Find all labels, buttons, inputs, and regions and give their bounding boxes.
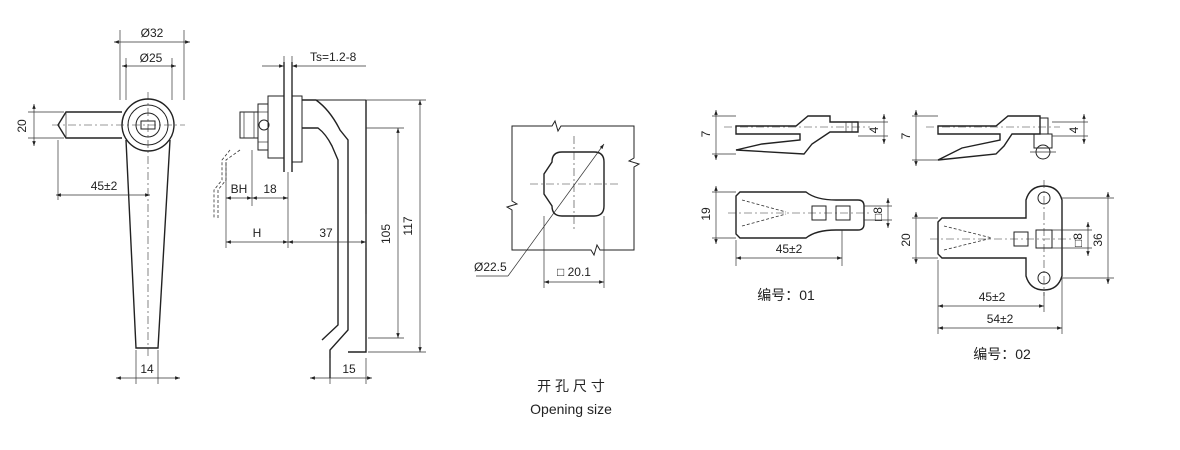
dim-h: H (253, 226, 262, 240)
cam02-dim-7: 7 (899, 132, 913, 139)
cam01-dim-7: 7 (699, 130, 713, 137)
cam-02-view: 7 4 20 □8 36 45±2 (899, 110, 1114, 362)
cam02-dim-54: 54±2 (987, 312, 1014, 326)
dim-handle-width: 14 (140, 362, 154, 376)
dim-105: 105 (379, 224, 393, 244)
caption-opening-en: Opening size (530, 401, 612, 417)
dim-37: 37 (319, 226, 333, 240)
cam01-dim-19: 19 (699, 207, 713, 221)
front-view: Ø32 Ø25 20 45±2 14 (15, 26, 190, 384)
dim-height: 20 (15, 119, 29, 133)
cam02-label: 编号：02 (973, 346, 1031, 362)
dim-bh: BH (231, 182, 248, 196)
dim-length: 45±2 (91, 179, 118, 193)
cam02-dim-4: 4 (1067, 126, 1081, 133)
caption-opening-cn: 开 孔 尺 寸 (537, 378, 605, 394)
opening-view: Ø22.5 □ 20.1 开 孔 尺 寸 Opening size (474, 119, 641, 417)
dim-dia-inner: Ø25 (140, 51, 163, 65)
cam02-dim-20: 20 (899, 233, 913, 247)
cam02-dim-sq8: □8 (1071, 233, 1085, 247)
dim-dia-outer: Ø32 (141, 26, 164, 40)
cam01-dim-45: 45±2 (776, 242, 803, 256)
cam01-label: 编号：01 (757, 287, 815, 303)
cam01-dim-4: 4 (867, 126, 881, 133)
dim-18: 18 (263, 182, 277, 196)
dim-opening-square: □ 20.1 (557, 265, 591, 279)
dim-thickness: Ts=1.2-8 (310, 50, 357, 64)
dim-117: 117 (401, 216, 415, 235)
dim-15: 15 (342, 362, 356, 376)
cam02-dim-36: 36 (1091, 233, 1105, 247)
side-view: Ts=1.2-8 BH 18 H 37 105 117 15 (213, 50, 426, 384)
dim-opening-diameter: Ø22.5 (474, 260, 507, 274)
cam01-dim-sq8: □8 (871, 207, 885, 221)
cam02-dim-45: 45±2 (979, 290, 1006, 304)
cam-01-view: 7 4 19 □8 45±2 编号：01 (699, 110, 892, 303)
